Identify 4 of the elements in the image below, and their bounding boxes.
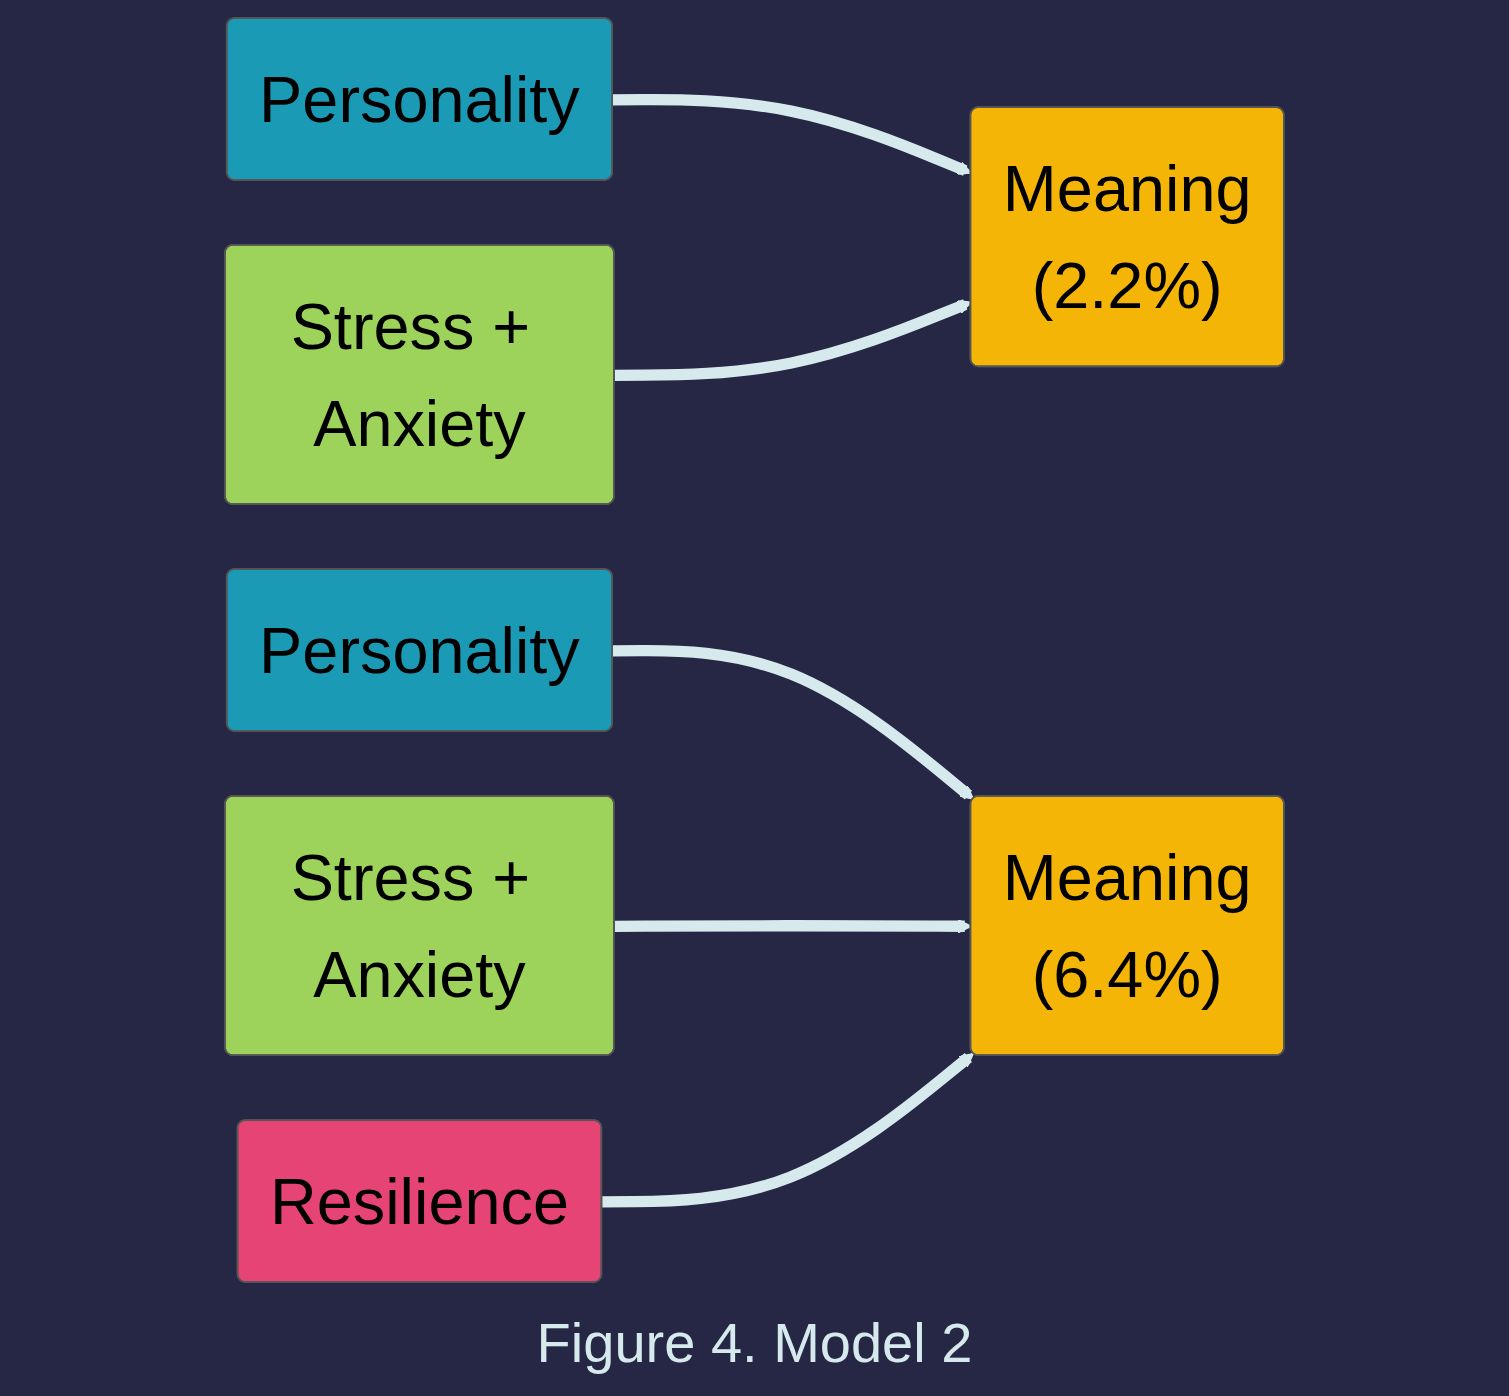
flowchart-diagram: Personality Stress + Anxiety Meaning (2.2%) Personality Stress + Anxiety Resilience Meaning (6.4%) (212, 5, 1297, 1295)
figure-caption: Figure 4. Model 2 (536, 1310, 973, 1375)
arrow (602, 1052, 975, 1208)
arrow (613, 645, 975, 800)
